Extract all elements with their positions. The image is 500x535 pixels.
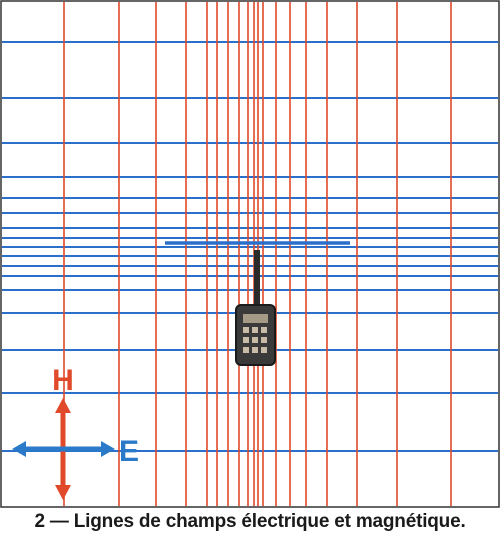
antenna-icon — [254, 250, 260, 308]
keypad-button-icon — [261, 347, 267, 353]
keypad-button-icon — [243, 347, 249, 353]
device-screen-icon — [243, 314, 268, 323]
device-keypad-icon — [243, 327, 267, 353]
e-axis: E — [12, 435, 139, 468]
e-label: E — [119, 435, 139, 468]
figure-caption: 2 — Lignes de champs électrique et magné… — [34, 511, 466, 532]
keypad-button-icon — [243, 337, 249, 343]
h-arrow-up-icon — [55, 398, 71, 413]
h-label: H — [52, 364, 74, 397]
e-arrow-right-icon — [101, 441, 115, 457]
transmitter-icon — [235, 250, 276, 366]
electric-field-lines — [63, 2, 452, 506]
keypad-button-icon — [243, 327, 249, 333]
diagram-border — [0, 0, 500, 508]
keypad-button-icon — [261, 327, 267, 333]
h-arrow-down-icon — [55, 485, 71, 500]
keypad-button-icon — [252, 347, 258, 353]
h-axis: H — [52, 364, 74, 500]
e-arrow-left-icon — [12, 441, 26, 457]
keypad-button-icon — [252, 337, 258, 343]
keypad-button-icon — [252, 327, 258, 333]
keypad-button-icon — [261, 337, 267, 343]
